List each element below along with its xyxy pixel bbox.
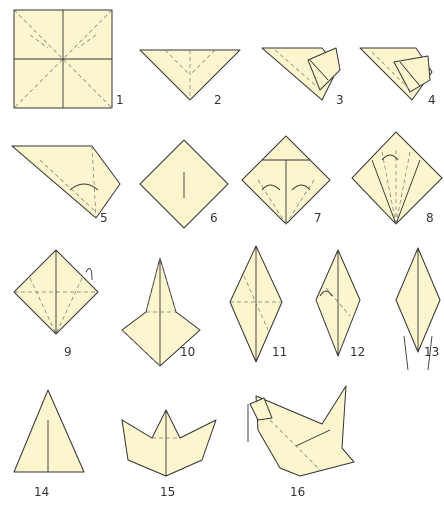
step-number: 12 <box>350 345 365 359</box>
step-number: 15 <box>160 485 175 499</box>
step-number: 9 <box>64 345 72 359</box>
step-number: 8 <box>426 211 434 225</box>
step-number: 10 <box>180 345 195 359</box>
step-9-petal-fold <box>14 250 98 334</box>
step-number: 3 <box>336 93 344 107</box>
step-3-squash-fold <box>262 48 340 100</box>
step-15-wings <box>122 410 216 476</box>
step-number: 16 <box>290 485 305 499</box>
step-1-square-sheet <box>14 10 112 108</box>
step-2-triangle <box>140 50 240 100</box>
step-number: 5 <box>100 211 108 225</box>
step-16-finished-crane <box>248 386 354 476</box>
step-4-squash-fold <box>360 48 432 100</box>
step-5-fold <box>12 146 120 218</box>
step-number: 2 <box>214 93 222 107</box>
step-number: 14 <box>34 485 49 499</box>
step-number: 6 <box>210 211 218 225</box>
step-number: 11 <box>272 345 287 359</box>
step-number: 13 <box>424 345 439 359</box>
step-12-narrow-folds <box>316 250 360 356</box>
step-14-neck-tail <box>14 390 84 472</box>
step-number: 7 <box>314 211 322 225</box>
step-number: 4 <box>428 93 436 107</box>
step-number: 1 <box>116 93 124 107</box>
